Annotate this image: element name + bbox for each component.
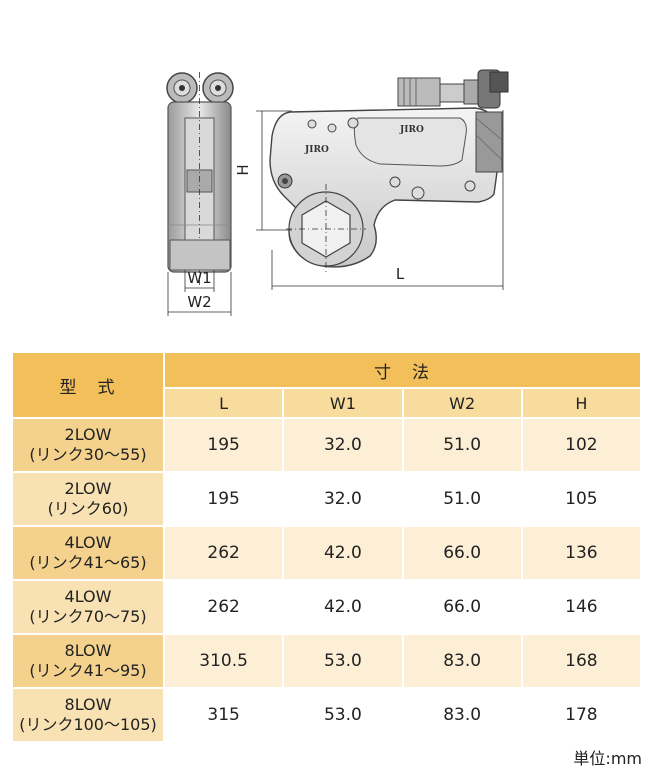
l-dimension: L — [271, 110, 504, 290]
model-cell: 8LOW(リンク41～95) — [11, 633, 165, 689]
model-cell: 4LOW(リンク70～75) — [11, 579, 165, 635]
table-row: 8LOW(リンク41～95) 310.5 53.0 83.0 168 — [11, 633, 643, 689]
model-name: 8LOW — [64, 641, 112, 660]
table-row: 4LOW(リンク70～75) 262 42.0 66.0 146 — [11, 579, 643, 635]
value-cell-h: 102 — [520, 417, 643, 473]
table-row: 2LOW(リンク60) 195 32.0 51.0 105 — [11, 471, 643, 527]
column-header-w1: W1 — [282, 387, 404, 419]
value-cell-w2: 83.0 — [401, 633, 523, 689]
model-name: 4LOW — [64, 587, 112, 606]
wrench-dimension-drawing: W1 W2 JIRO JIRO — [166, 69, 509, 316]
value-cell-l: 195 — [162, 417, 285, 473]
value-cell-l: 310.5 — [162, 633, 285, 689]
value-cell-l: 315 — [162, 687, 285, 743]
w1-label: W1 — [187, 269, 211, 287]
w1-dimension: W1 — [184, 269, 215, 292]
column-header-h: H — [520, 387, 643, 419]
value-cell-l: 262 — [162, 579, 285, 635]
model-cell: 2LOW(リンク30～55) — [11, 417, 165, 473]
value-cell-w1: 53.0 — [282, 633, 404, 689]
value-cell-w2: 66.0 — [401, 579, 523, 635]
model-link-range: (リンク41～65) — [29, 553, 147, 572]
l-label: L — [396, 265, 405, 283]
dimensions-group-header: 寸 法 — [163, 351, 642, 389]
model-name: 2LOW — [64, 425, 112, 444]
logo-text-body: JIRO — [304, 145, 329, 155]
w2-dimension: W2 — [167, 272, 232, 316]
table-row: 8LOW(リンク100～105) 315 53.0 83.0 178 — [11, 687, 643, 743]
value-cell-w2: 66.0 — [401, 525, 523, 581]
value-cell-w1: 32.0 — [282, 471, 404, 527]
value-cell-w2: 83.0 — [401, 687, 523, 743]
unit-label: 単位:mm — [573, 749, 642, 768]
value-cell-w1: 42.0 — [282, 525, 404, 581]
model-link-range: (リンク41～95) — [29, 661, 147, 680]
value-cell-l: 262 — [162, 525, 285, 581]
value-cell-w1: 32.0 — [282, 417, 404, 473]
table-row: 2LOW(リンク30～55) 195 32.0 51.0 102 — [11, 417, 643, 473]
value-cell-h: 178 — [520, 687, 643, 743]
column-header-w2: W2 — [401, 387, 523, 419]
value-cell-h: 168 — [520, 633, 643, 689]
h-label: H — [234, 164, 252, 175]
model-name: 8LOW — [64, 695, 112, 714]
value-cell-w1: 53.0 — [282, 687, 404, 743]
model-cell: 4LOW(リンク41～65) — [11, 525, 165, 581]
dimension-table: 型 式 寸 法 L W1 W2 H 2LOW(リンク30～55) 195 32.… — [11, 351, 643, 743]
w2-label: W2 — [187, 293, 211, 311]
value-cell-w2: 51.0 — [401, 471, 523, 527]
model-cell: 2LOW(リンク60) — [11, 471, 165, 527]
column-header-l: L — [162, 387, 285, 419]
front-view: JIRO JIRO — [269, 69, 509, 272]
side-view — [166, 72, 234, 285]
model-cell: 8LOW(リンク100～105) — [11, 687, 165, 743]
model-link-range: (リンク100～105) — [19, 715, 157, 734]
model-name: 2LOW — [64, 479, 112, 498]
model-link-range: (リンク30～55) — [29, 445, 147, 464]
model-column-header: 型 式 — [11, 351, 165, 419]
h-dimension: H — [234, 110, 292, 231]
value-cell-h: 146 — [520, 579, 643, 635]
value-cell-l: 195 — [162, 471, 285, 527]
model-name: 4LOW — [64, 533, 112, 552]
model-link-range: (リンク70～75) — [29, 607, 147, 626]
value-cell-h: 136 — [520, 525, 643, 581]
model-link-range: (リンク60) — [47, 499, 129, 518]
value-cell-w1: 42.0 — [282, 579, 404, 635]
table-row: 4LOW(リンク41～65) 262 42.0 66.0 136 — [11, 525, 643, 581]
value-cell-h: 105 — [520, 471, 643, 527]
value-cell-w2: 51.0 — [401, 417, 523, 473]
logo-text-panel: JIRO — [399, 125, 424, 135]
